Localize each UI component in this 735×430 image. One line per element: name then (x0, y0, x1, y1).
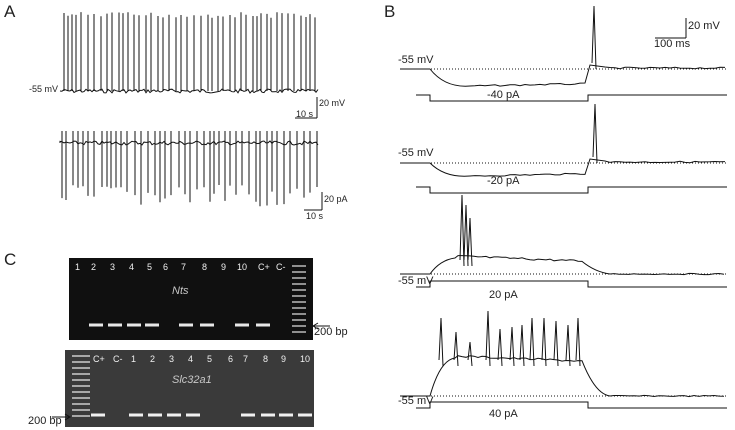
scale-bar-b (655, 18, 687, 39)
lane-label: 7 (243, 354, 249, 364)
lane-label: 4 (129, 262, 135, 272)
action-potential-spike (591, 5, 597, 70)
lane-label: 7 (181, 262, 187, 272)
action-potential-spike (453, 331, 459, 367)
lane-label: 10 (300, 354, 311, 364)
lane-label: 2 (150, 354, 156, 364)
lane-label: 4 (188, 354, 194, 364)
action-potential-spike (459, 194, 465, 267)
lane-label: C- (276, 262, 286, 272)
lane-label: 2 (91, 262, 97, 272)
arrow-icon (52, 413, 71, 421)
sweep4-voltage-label: -55 mV (398, 395, 434, 407)
membrane-potential-trace (400, 355, 725, 398)
lane-label: 8 (263, 354, 269, 364)
membrane-potential-trace (400, 255, 725, 276)
action-potential-spike (592, 103, 598, 164)
lane-label: C+ (93, 354, 105, 364)
action-potential-spike (529, 317, 535, 367)
action-potential-spike (553, 320, 559, 367)
lane-label: 3 (169, 354, 175, 364)
resting-potential-label: -55 mV (29, 84, 59, 94)
panel-letter-c: C (4, 250, 17, 269)
scale-b-x-label: 100 ms (654, 38, 691, 50)
lane-label: 1 (75, 262, 81, 272)
action-potential-spike (438, 317, 444, 367)
current-step-command (416, 94, 727, 102)
sweep4-current-label: 40 pA (489, 408, 518, 420)
baseline-trace (59, 88, 319, 94)
current-step-command (416, 280, 727, 288)
gene-label-slc32a1: Slc32a1 (172, 374, 212, 386)
action-potential-spike (463, 204, 469, 267)
lane-label: 6 (163, 262, 169, 272)
scale-y-label: 20 mV (319, 98, 346, 108)
membrane-potential-trace (400, 64, 726, 87)
sweep1-current-label: -40 pA (487, 89, 520, 101)
action-potential-spike (467, 341, 473, 367)
lane-label: 5 (147, 262, 153, 272)
lane-label: 5 (207, 354, 213, 364)
baseline-trace (59, 140, 319, 146)
scale-y-label-2: 20 pA (324, 194, 348, 204)
action-potential-spike (541, 317, 547, 367)
scale-x-label-2: 10 s (306, 211, 324, 221)
sweep3-voltage-label: -55 mV (398, 275, 434, 287)
current-step-command (416, 186, 727, 194)
current-trace (59, 131, 319, 207)
action-potential-spike (575, 317, 581, 367)
membrane-potential-trace (400, 158, 726, 177)
lane-label: 3 (110, 262, 116, 272)
arrow-icon (312, 322, 330, 330)
lane-label: C+ (258, 262, 270, 272)
lane-label: 9 (281, 354, 287, 364)
action-potential-spike (565, 324, 571, 367)
lane-label: 8 (202, 262, 208, 272)
sweep2-voltage-label: -55 mV (398, 147, 434, 159)
action-potential-spike (509, 326, 515, 367)
lane-label: C- (113, 354, 123, 364)
current-step-command (416, 401, 727, 409)
sweep3-current-label: 20 pA (489, 289, 518, 301)
action-potential-spike (519, 324, 525, 367)
action-potential-spike (497, 328, 503, 367)
lane-label: 6 (228, 354, 234, 364)
sweep1-voltage-label: -55 mV (398, 54, 434, 66)
marker-label-gel1: 200 bp (314, 326, 348, 338)
sweep2-current-label: -20 pA (487, 175, 520, 187)
scale-b-y-label: 20 mV (688, 20, 720, 32)
marker-label-gel2: 200 bp (28, 415, 62, 427)
action-potential-spike (485, 310, 491, 367)
scale-bar-voltage (295, 97, 318, 119)
voltage-trace (59, 12, 319, 94)
panel-letter-b: B (384, 2, 396, 21)
panel-letter-a: A (4, 2, 16, 21)
scale-bar-current (304, 192, 323, 211)
action-potential-spike (467, 217, 473, 267)
lane-label: 10 (237, 262, 248, 272)
lane-label: 9 (221, 262, 227, 272)
gene-label-nts: Nts (172, 285, 189, 297)
scale-x-label: 10 s (296, 109, 314, 119)
lane-label: 1 (131, 354, 137, 364)
